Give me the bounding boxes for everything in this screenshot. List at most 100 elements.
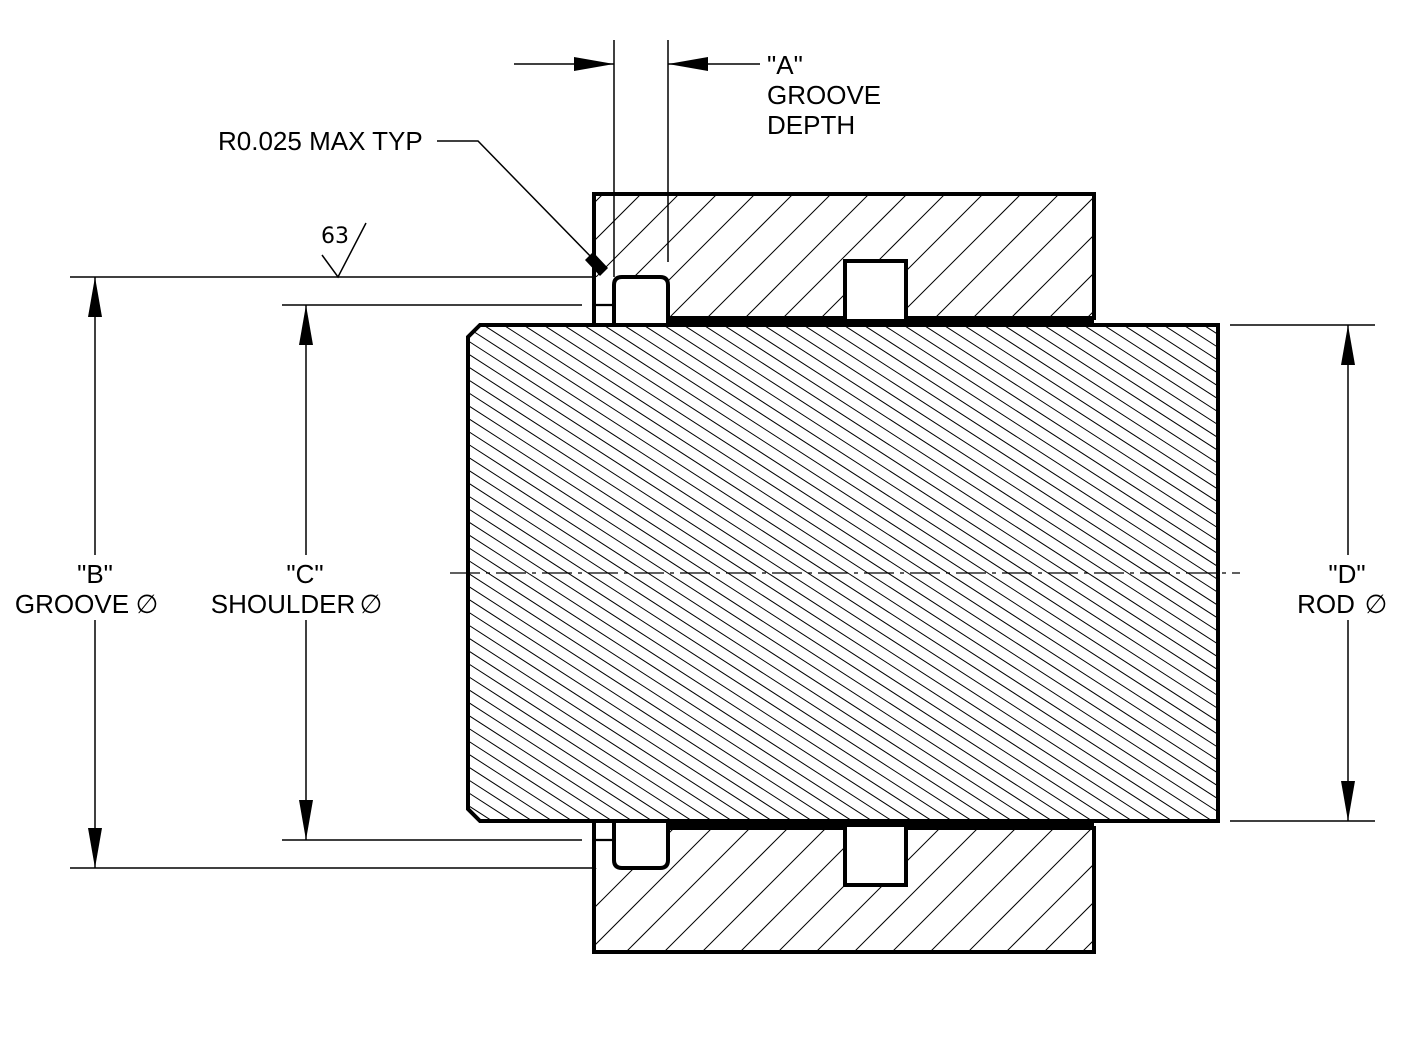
radius-pointer [585,252,608,276]
a-letter: "A" [767,50,803,80]
housing-hatch-line [697,828,835,952]
housing-hatch-line [623,194,760,318]
housing-hatch-line [594,828,721,952]
rod-hatch-line [895,325,1218,821]
seal-ring-top [612,275,670,325]
c-diameter-symbol: ∅ [360,589,383,619]
housing-hatch-line [775,194,912,318]
rod-hatch-line [468,325,501,821]
housing-hatch-line [1079,194,1094,318]
housing-hatch-line [965,194,1094,318]
housing-hatch-line [889,194,1026,318]
housing-hatch-line [927,194,1064,318]
rod-hatch-line [468,325,981,821]
rod-hatch-line [468,325,861,821]
rod-hatch-line [468,325,621,821]
housing-hatch-line [735,828,873,952]
housing-hatch-line [1156,190,1291,325]
housing-hatch-line [925,828,1063,952]
housing-bottom-outline [592,826,1096,954]
rod-hatch-line [1035,325,1218,821]
a-depth-text: DEPTH [767,110,855,140]
rod-hatch-line [468,325,741,821]
rod-hatch-line [0,320,440,826]
rod-hatch-line [468,325,781,821]
b-groove-text: GROOVE [15,589,129,619]
rod-hatch-line [468,325,481,821]
housing-hatch-line [737,194,874,318]
rod-hatch-line [1376,320,1425,826]
housing-hatch-line [1118,190,1253,325]
rod-hatch-line [915,325,1218,821]
rod-hatch-line [0,320,460,826]
housing-hatch-line [1154,820,1290,956]
housing-hatch-line [849,828,987,952]
d-rod-text: ROD [1297,589,1355,619]
a-groove-text: GROOVE [767,80,881,110]
rod-hatch-line [875,325,1218,821]
housing-top-outline [592,192,1096,320]
rod-hatch-line [515,325,1218,821]
d-diameter-symbol: ∅ [1365,589,1388,619]
rod-hatch-line [468,325,681,821]
housing-hatch-line [773,828,911,952]
d-letter: "D" [1328,559,1365,589]
b-letter: "B" [77,559,113,589]
housing-hatch-line [659,828,797,952]
rod-hatch-line [1356,320,1425,826]
rod-hatch-line [975,325,1218,821]
rod-hatch-line [468,325,1161,821]
housing-hatch-line [851,194,988,318]
rod-hatch-line [468,325,821,821]
rod-hatch-line [735,325,1218,821]
rod-hatch-line [468,325,661,821]
rod-hatch-line [1075,325,1218,821]
rod-hatch-line [468,325,721,821]
rod-hatch-line [855,325,1218,821]
housing-hatch-line [661,194,798,318]
rod-hatch-line [1215,325,1218,821]
rod-hatch-line [1015,325,1218,821]
radius-leader [437,140,597,263]
housing-hatch-line [963,828,1094,952]
rod-hatch-line [468,325,761,821]
rod-hatch-line [468,325,921,821]
rod-hatch-line [468,325,1201,821]
rod-hatch-line [935,325,1218,821]
radius-note: R0.025 MAX TYP [218,126,423,156]
rod-outline [466,323,1220,823]
housing-hatch-line [1077,828,1094,952]
housing-hatch-line [813,194,950,318]
rod-hatch-line [468,325,801,821]
rod-hatch-line [955,325,1218,821]
c-shoulder-text: SHOULDER [211,589,355,619]
housing-hatch-line [1001,828,1094,952]
surface-finish-value: 63 [321,224,349,249]
rod-hatch-line [1055,325,1218,821]
rod-hatch-line [595,325,1218,821]
rod-hatch-line [468,325,641,821]
housing-hatch-line [699,194,836,318]
housing-hatch-line [811,828,949,952]
housing-hatch-line [621,828,759,952]
rod-hatch-line [1416,320,1425,826]
rod-hatch-line [468,325,841,821]
housing-hatch-line [887,828,1025,952]
rod-hatch-line [655,325,1218,821]
b-diameter-symbol: ∅ [136,589,159,619]
rod-hatch-line [995,325,1218,821]
c-letter: "C" [286,559,323,589]
rod-hatch-line [468,325,1061,821]
rod-hatch-line [468,325,701,821]
housing-hatch-line [1003,194,1094,318]
rod-hatch-line [1195,325,1218,821]
housing-top-hatch [594,190,1291,325]
seal-ring-bottom [612,821,670,870]
housing-hatch-line [1116,820,1252,956]
housing-hatch-line [594,194,646,318]
housing-hatch-line [1041,194,1094,318]
housing-hatch-line [594,194,684,318]
rod-hatch-line [835,325,1218,821]
rod-hatch-line [1396,320,1425,826]
